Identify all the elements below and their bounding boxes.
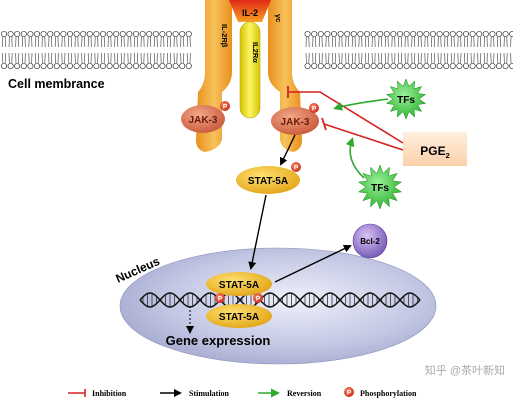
jak3-right-label: JAK-3 [281, 117, 310, 128]
svg-text:P: P [256, 296, 261, 303]
legend-phosphorylation: P Phosphorylation [344, 387, 417, 398]
gamma-c-label: γc [274, 14, 283, 22]
jak3-left-label: JAK-3 [189, 115, 218, 126]
pge2-box [403, 132, 467, 166]
stat5a-cytoplasm-label: STAT-5A [248, 176, 288, 187]
inhibition-bar-jak3 [321, 117, 327, 131]
tfs-upper-label: TFs [397, 95, 415, 106]
stat5a-dimer-bottom-label: STAT-5A [219, 312, 259, 323]
reversion-tfs-lower [345, 137, 365, 179]
il2-label: IL-2 [242, 8, 258, 18]
legend: Inhibition Stimulation Reversion P Phosp… [68, 387, 417, 398]
il2-ligand [229, 0, 271, 22]
svg-text:P: P [294, 165, 299, 172]
phospho-dimer-left: P [215, 293, 225, 303]
receptor-alpha-chain [239, 21, 261, 119]
phospho-jak3-right: P [309, 103, 319, 113]
il2r-alpha-label: IL2Rα [251, 42, 260, 63]
pge2-label: PGE2 [420, 144, 450, 160]
legend-inhibition-label: Inhibition [92, 389, 127, 398]
stat5a-cytoplasm [236, 166, 300, 194]
watermark: 知乎 @茶叶新知 [425, 363, 505, 377]
svg-text:P: P [218, 296, 223, 303]
legend-reversion: Reversion [258, 388, 322, 398]
tfs-upper-starburst [385, 78, 427, 120]
gene-expression-label: Gene expression [166, 333, 271, 348]
membrane-label: Cell membrance [8, 77, 105, 91]
phospho-stat5a: P [291, 162, 301, 172]
dna-helix [139, 292, 421, 308]
inhibition-pge2-to-receptor [288, 91, 404, 144]
arrow-stat5a-to-bcl2 [274, 244, 352, 283]
bcl2 [352, 223, 388, 259]
legend-stimulation: Stimulation [160, 389, 230, 398]
svg-text:P: P [347, 390, 352, 397]
svg-text:P: P [223, 104, 228, 111]
inhibition-pge2-to-jak3 [323, 123, 404, 151]
arrow-stat5a-to-nucleus [248, 194, 267, 270]
phospho-dimer-right: P [253, 293, 263, 303]
tfs-lower-starburst [357, 164, 403, 210]
phospho-jak3-left: P [220, 101, 230, 111]
legend-reversion-label: Reversion [287, 389, 322, 398]
legend-phosphorylation-label: Phosphorylation [360, 389, 417, 398]
jak3-right [271, 107, 319, 135]
jak3-left [181, 105, 225, 133]
stat5a-dimer-bottom [206, 304, 272, 328]
stat5a-dimer-top-label: STAT-5A [219, 280, 259, 291]
reversion-tfs-upper [333, 98, 389, 111]
arrow-jak3-to-stat5a [280, 134, 296, 166]
svg-text:P: P [312, 106, 317, 113]
cell-membrane [0, 30, 513, 70]
tfs-lower-label: TFs [371, 183, 389, 194]
bcl2-label: Bcl-2 [360, 237, 380, 246]
il2r-beta-label: IL-2Rβ [220, 24, 229, 48]
nucleus [119, 247, 437, 365]
legend-inhibition: Inhibition [68, 389, 127, 398]
legend-stimulation-label: Stimulation [189, 389, 230, 398]
stat5a-dimer-top [206, 272, 272, 296]
